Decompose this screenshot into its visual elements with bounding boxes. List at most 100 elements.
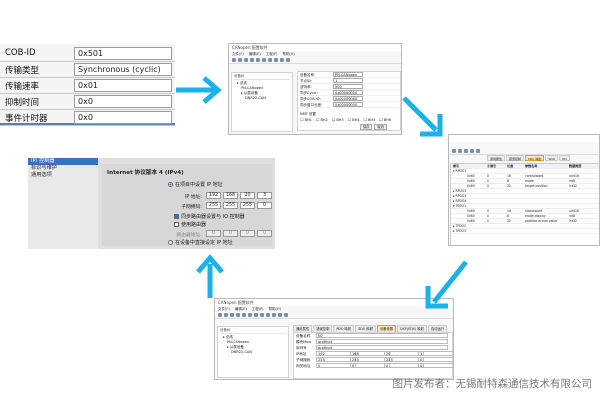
copy-icon[interactable] bbox=[242, 313, 246, 317]
ip-octet-field[interactable]: 255 bbox=[316, 357, 356, 362]
nmt-checkbox[interactable]: BH1 bbox=[300, 117, 312, 122]
ip-octet[interactable]: 0 bbox=[240, 230, 255, 237]
cut-icon[interactable] bbox=[250, 58, 254, 62]
tab[interactable]: 通用属性 bbox=[487, 155, 506, 161]
ip-octet-field[interactable]: 0 bbox=[316, 363, 356, 368]
property-value-field[interactable]: Synchronous (cyclic) bbox=[74, 63, 172, 76]
menu-item[interactable]: 帮助(H) bbox=[282, 52, 295, 56]
ip-octet-field[interactable]: 0 bbox=[418, 357, 453, 362]
save-icon[interactable] bbox=[464, 149, 468, 153]
menu-item[interactable]: 帮助(H) bbox=[268, 307, 281, 311]
copy-icon[interactable] bbox=[256, 58, 260, 62]
ip-octet[interactable]: 0 bbox=[257, 202, 272, 209]
download-icon[interactable] bbox=[268, 58, 272, 62]
tree-node[interactable]: ▸ 从属设备 bbox=[241, 91, 258, 95]
ip-octet[interactable]: 168 bbox=[223, 192, 238, 199]
property-value-field[interactable]: 0x0 bbox=[74, 95, 172, 108]
ip-octet[interactable]: 255 bbox=[223, 202, 238, 209]
field-input[interactable]: N7 bbox=[316, 333, 448, 338]
ip-octet[interactable]: 3 bbox=[257, 192, 272, 199]
form-button[interactable]: 取消 bbox=[374, 124, 387, 130]
tree-node[interactable]: ▸ 从属设备 bbox=[227, 345, 244, 349]
table-row[interactable]: ▸ RPDO3 bbox=[451, 194, 599, 199]
table-row[interactable]: ▸ TPDO2 bbox=[451, 224, 599, 229]
tree-node[interactable]: DNR22-CAN bbox=[231, 350, 252, 354]
info-icon[interactable] bbox=[278, 313, 282, 317]
settings-icon[interactable] bbox=[476, 149, 480, 153]
tab[interactable]: 错误控制 bbox=[506, 155, 525, 161]
table-row[interactable]: ▸ RPDO4 bbox=[451, 199, 599, 204]
tab[interactable]: OD bbox=[559, 155, 570, 161]
tab[interactable]: PDO 映射 bbox=[525, 155, 545, 161]
cut-icon[interactable] bbox=[236, 313, 240, 317]
table-row[interactable]: ▾ RPDO1 bbox=[451, 169, 599, 174]
radio-set-ip-in-project[interactable]: 在项目中设置 IP 地址 bbox=[168, 181, 223, 188]
new-icon[interactable] bbox=[232, 58, 236, 62]
stop-icon[interactable] bbox=[284, 313, 288, 317]
ip-octet-field[interactable]: 0 bbox=[384, 363, 424, 368]
property-value-field[interactable]: 0x501 bbox=[74, 47, 172, 60]
field-input[interactable]: PN-CANopen bbox=[333, 72, 363, 77]
upload-icon[interactable] bbox=[260, 313, 264, 317]
ip-octet[interactable]: 0 bbox=[257, 230, 272, 237]
ip-octet-field[interactable]: 168 bbox=[350, 351, 390, 356]
tree-node[interactable]: PN-CANopen bbox=[241, 86, 264, 90]
menu-item[interactable]: 文件(F) bbox=[218, 307, 230, 311]
table-row[interactable]: ▸ TPDO3 bbox=[451, 229, 599, 234]
tree-node[interactable]: ▸ 总线 bbox=[237, 81, 247, 85]
paste-icon[interactable] bbox=[262, 58, 266, 62]
ip-octet-field[interactable]: 0 bbox=[418, 363, 453, 368]
property-value-field[interactable]: 0x01 bbox=[74, 79, 172, 92]
nmt-checkbox[interactable]: BH3 bbox=[332, 117, 343, 122]
ip-octet[interactable]: 192 bbox=[206, 192, 221, 199]
menu-item[interactable]: 文件(F) bbox=[232, 52, 244, 56]
menu-item[interactable]: 编辑(E) bbox=[234, 307, 247, 311]
tree-node[interactable]: DNR22-CAN bbox=[245, 96, 266, 100]
nav-item[interactable]: IP/ 控制器 bbox=[28, 158, 98, 165]
field-input[interactable]: 0x00000080 bbox=[333, 96, 363, 101]
sync-router-checkbox[interactable]: 同步路由器设置与 IO 控制器 bbox=[174, 213, 245, 220]
tree-node[interactable]: PN-CANopen bbox=[227, 340, 250, 344]
table-row[interactable]: ▸ RPDO2 bbox=[451, 189, 599, 194]
help-icon[interactable] bbox=[286, 58, 290, 62]
ip-octet[interactable]: 255 bbox=[206, 202, 221, 209]
nmt-checkbox[interactable]: BH6 bbox=[379, 117, 391, 122]
help-icon[interactable] bbox=[272, 313, 276, 317]
table-row[interactable]: ▾ TPDO1 bbox=[451, 204, 599, 209]
ip-octet-field[interactable]: 255 bbox=[384, 357, 424, 362]
tree-node[interactable]: ▸ 总线 bbox=[223, 335, 233, 339]
ip-octet[interactable]: 255 bbox=[240, 202, 255, 209]
use-router-checkbox[interactable]: 使用路由器 bbox=[174, 221, 206, 228]
nmt-checkbox[interactable]: BH2 bbox=[316, 117, 327, 122]
paste-icon[interactable] bbox=[248, 313, 252, 317]
form-button[interactable]: 保存 bbox=[360, 124, 373, 130]
open-icon[interactable] bbox=[238, 58, 242, 62]
menu-item[interactable]: 工程(P) bbox=[265, 52, 278, 56]
nmt-checkbox[interactable]: BH5 bbox=[363, 117, 375, 122]
ip-octet-field[interactable]: 192 bbox=[316, 351, 356, 356]
property-value-field[interactable]: 0x0 bbox=[74, 111, 172, 124]
save-icon[interactable] bbox=[244, 58, 248, 62]
nmt-checkbox[interactable]: BH4 bbox=[348, 117, 359, 122]
settings-icon[interactable] bbox=[280, 58, 284, 62]
ip-octet-field[interactable]: 0 bbox=[350, 363, 390, 368]
download-icon[interactable] bbox=[470, 149, 474, 153]
field-input[interactable]: 1 bbox=[333, 78, 363, 83]
field-input[interactable]: profinet bbox=[316, 339, 448, 344]
nav-item[interactable]: 通用选项 bbox=[31, 172, 52, 178]
ip-octet[interactable]: 0 bbox=[206, 230, 221, 237]
menu-item[interactable]: 工程(P) bbox=[251, 307, 264, 311]
field-input[interactable]: 0x00000000 bbox=[333, 102, 363, 107]
new-icon[interactable] bbox=[218, 313, 222, 317]
ip-octet[interactable]: 0 bbox=[223, 230, 238, 237]
field-input[interactable]: profinet bbox=[316, 345, 448, 350]
